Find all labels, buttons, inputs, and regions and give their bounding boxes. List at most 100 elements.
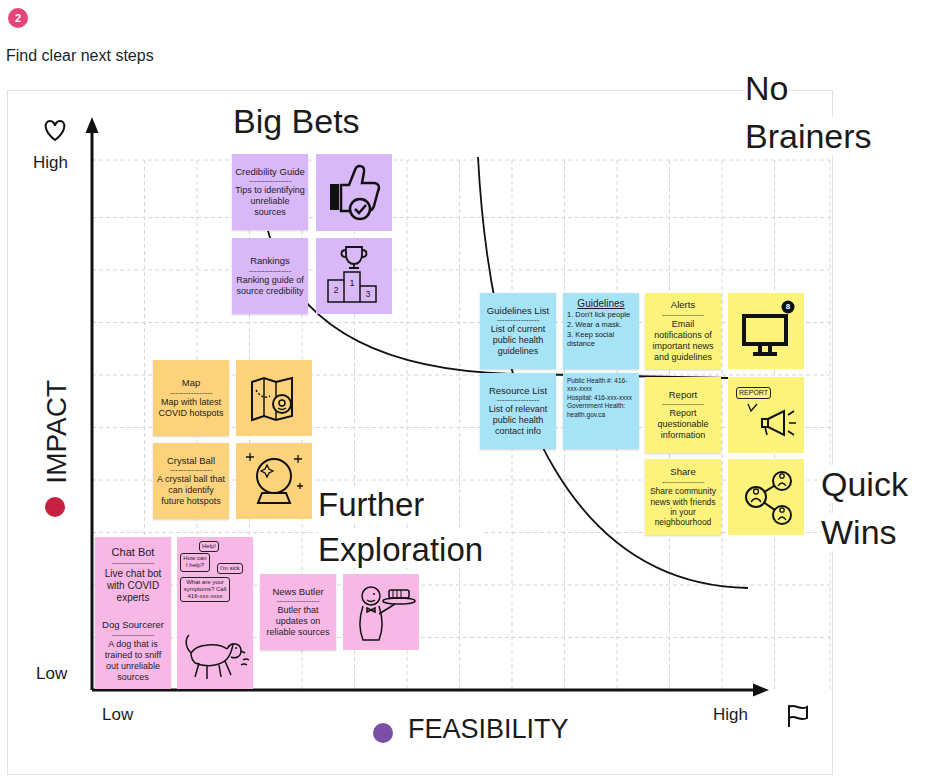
monitor-note [782, 301, 795, 314]
note-heading: Rankings [235, 255, 305, 266]
note-heading: Alerts [648, 299, 718, 310]
quadrant-curve [268, 231, 728, 378]
dog-sketch-note [235, 647, 237, 649]
map-note [256, 390, 270, 397]
thumbs-up-note [350, 199, 370, 219]
thumbs-up-note [355, 205, 366, 213]
note-divider: ---------------- [156, 466, 226, 474]
dog-sketch-note [177, 613, 253, 689]
handwritten-text: 3. Keep social distance [567, 330, 635, 350]
note-body: Tips to identifying unreliable sources [235, 185, 305, 218]
sticky-note: Share----------------Share community new… [645, 459, 721, 535]
step-badge: 2 [8, 8, 28, 28]
label-holder: Low [102, 705, 133, 725]
note-heading: News Butler [263, 586, 333, 597]
note-body: Map with latest COVID hotspots [156, 397, 226, 419]
monitor-note [744, 316, 786, 344]
note-divider: ---------------- [263, 597, 333, 605]
sticky-note: Guidelines List----------------List of c… [480, 293, 556, 369]
sticky-note: Dog Sourcerer----------------A dog that … [95, 613, 171, 689]
note-heading: Dog Sourcerer [98, 619, 168, 630]
note-heading: Credibility Guide [235, 166, 305, 177]
sticky-note: Resource List----------------List of rel… [480, 373, 556, 449]
heart-icon [46, 121, 65, 140]
trophy-note [346, 247, 362, 264]
butler-sketch-note [343, 574, 419, 650]
handwritten-note: Guidelines1. Don't lick people2. Wear a … [563, 293, 639, 369]
sticky-note: News Butler----------------Butler that u… [260, 574, 336, 650]
dog-sketch-note [186, 635, 249, 679]
note-body: Share community news with friends in you… [648, 486, 718, 527]
sticky-note: Map----------------Map with latest COVID… [153, 360, 229, 436]
flag-icon [789, 706, 807, 719]
trophy-note [342, 250, 367, 268]
sticky-note: Alerts----------------Email notification… [645, 293, 721, 369]
label-holder: Big Bets [233, 101, 360, 142]
board-panel [8, 91, 833, 775]
crystal-ball-note [257, 459, 291, 493]
note-divider: ---------------- [648, 400, 718, 408]
handwritten-text: Public Health #: 416-xxx-xxxx [567, 377, 635, 394]
megaphone-note [728, 377, 804, 453]
note-heading: Report [648, 389, 718, 400]
label-holder: High [33, 153, 68, 173]
note-body: A crystal ball that can identify future … [156, 474, 226, 507]
note-heading: Resource List [483, 385, 553, 396]
crystal-ball-note [236, 443, 312, 519]
flag-icon [789, 705, 807, 727]
note-body: Live chat bot with COVID experts [98, 568, 168, 605]
axes [753, 684, 769, 697]
handwritten-text: Government Health: health.gov.ca [567, 402, 635, 419]
note-heading: Crystal Ball [156, 455, 226, 466]
butler-sketch-note [393, 590, 401, 598]
impact-dot [45, 497, 65, 517]
label-holder: Quick Wins [821, 460, 939, 556]
note-divider: ---------------- [483, 316, 553, 324]
share-note [746, 487, 766, 507]
note-body: A dog that is trained to sniff out unrel… [98, 639, 168, 683]
megaphone-note [768, 411, 784, 435]
note-divider: ---------------- [235, 177, 305, 185]
map-note [278, 408, 286, 410]
crystal-ball-note [261, 465, 273, 477]
monitor-note [728, 293, 804, 369]
label-holder: IMPACT [40, 380, 74, 484]
quadrant-label: Quick Wins [821, 465, 908, 551]
chat-sketch-note [177, 537, 253, 613]
grid-lines [92, 160, 830, 690]
thumbs-up-note [316, 154, 392, 231]
sketch-note: 8 [728, 293, 804, 369]
sketch-note: 213 [316, 238, 392, 314]
label-holder: No Brainers [745, 64, 895, 160]
sketch-note: REPORT [728, 377, 804, 453]
handwritten-text: Hospital: 416-xxx-xxxx [567, 394, 635, 402]
note-heading: Guidelines List [483, 305, 553, 316]
butler-sketch-note [373, 593, 375, 595]
note-divider: ---------------- [235, 267, 305, 275]
quadrant-label: No Brainers [745, 69, 872, 155]
axis-label: Low [36, 664, 67, 683]
note-heading: Map [156, 377, 226, 388]
thumbs-up-note [316, 154, 392, 231]
butler-sketch-note [343, 574, 419, 650]
note-divider: ---------------- [98, 631, 168, 639]
share-note [751, 474, 786, 520]
note-body: Report questionable information [648, 408, 718, 441]
handwritten-text: 1. Don't lick people [567, 310, 635, 320]
butler-sketch-note [360, 600, 395, 640]
share-note [728, 459, 804, 535]
share-note [728, 459, 804, 535]
handwritten-text: 2. Wear a mask. [567, 320, 635, 330]
flag-icon [788, 705, 790, 727]
note-body: List of relevant public health contact i… [483, 404, 553, 437]
trophy-note [316, 238, 392, 314]
axis-label: High [713, 705, 748, 724]
butler-sketch-note [389, 590, 409, 598]
quadrant-curve [478, 157, 748, 588]
note-divider: ---------------- [483, 396, 553, 404]
dog-sketch-note [177, 613, 253, 689]
chat-sketch-note [177, 537, 253, 613]
speech-bubble: How can I help? [180, 553, 210, 571]
label-holder: Further Exploration [318, 482, 533, 572]
sticky-note: Credibility Guide----------------Tips to… [232, 154, 308, 230]
